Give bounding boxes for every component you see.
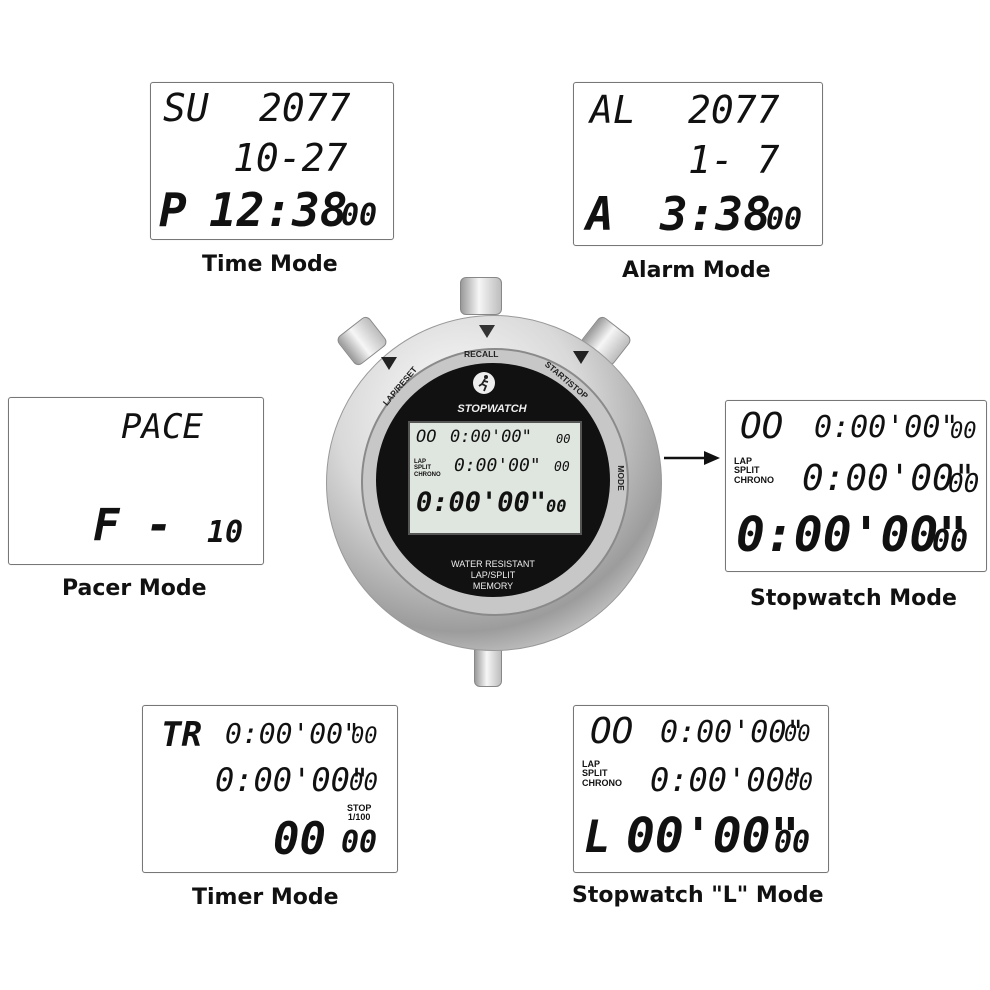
- stopwatch-mode-line1-hundredths: 00: [950, 419, 977, 444]
- time-mode-day: SU: [163, 86, 209, 130]
- alarm-mode-am: A: [586, 187, 614, 241]
- lanyard-ring: [474, 645, 502, 687]
- stopwatch-l-mode-lap-label: LAP: [582, 759, 600, 769]
- stopwatch-l-mode-labels: LAP SPLIT CHRONO: [582, 759, 622, 788]
- timer-mode-line3: 00: [273, 814, 326, 865]
- recall-label: RECALL: [464, 349, 499, 359]
- lcd-line1-hundredths: 00: [556, 432, 571, 446]
- time-mode-display: SU 2077 10-27 P 12:38 00: [150, 82, 394, 240]
- lcd-line3: 0:00'00": [416, 487, 547, 518]
- stopwatch-mode-split-label: SPLIT: [734, 465, 760, 476]
- lcd-line2: 0:00'00": [454, 455, 541, 476]
- memory-label: MEMORY: [472, 581, 514, 591]
- mode-label: MODE: [615, 465, 626, 491]
- stopwatch-mode-line2: 0:00'00": [802, 458, 976, 499]
- lcd-memory: OO: [416, 427, 437, 447]
- stopwatch-mode-line1: 0:00'00": [814, 410, 959, 445]
- stopwatch-mode-labels: LAP SPLIT CHRONO: [734, 456, 774, 485]
- stopwatch-l-mode-caption: Stopwatch "L" Mode: [572, 883, 824, 908]
- stopwatch-lcd: OO 0:00'00" 00 LAP SPLIT CHRONO 0:00'00"…: [408, 421, 582, 535]
- stopwatch-l-mode-chrono-label: CHRONO: [582, 777, 622, 788]
- lcd-split-label: SPLIT: [414, 465, 432, 472]
- stopwatch-l-mode-line2: 0:00'00": [650, 761, 805, 799]
- lcd-chrono-label: CHRONO: [414, 471, 441, 478]
- timer-mode-line3-hundredths: 00: [341, 825, 378, 860]
- timer-mode-stop: STOP: [347, 803, 372, 813]
- alarm-mode-caption: Alarm Mode: [622, 258, 771, 283]
- stopwatch-l-mode-line1-hundredths: 00: [784, 722, 811, 747]
- alarm-mode-label: AL: [590, 88, 636, 132]
- pacer-mode-f: F -: [93, 500, 173, 551]
- time-mode-pm: P: [159, 183, 187, 237]
- timer-mode-line2-hundredths: 00: [349, 768, 378, 796]
- pacer-mode-label: PACE: [121, 407, 203, 447]
- stopwatch-l-mode-lap-marker: L: [584, 812, 611, 863]
- alarm-mode-display: AL 2077 1- 7 A 3:38 00: [573, 82, 823, 246]
- stopwatch-l-mode-memory: OO: [590, 711, 634, 752]
- face-title: STOPWATCH: [457, 403, 527, 415]
- runner-logo-icon: [473, 372, 495, 394]
- timer-mode-stop-label: STOP 1/100: [347, 803, 372, 823]
- lcd-line2-hundredths: 00: [554, 460, 570, 475]
- timer-mode-display: TR 0:00'00" 00 0:00'00" 00 STOP 1/100 00…: [142, 705, 398, 873]
- stopwatch-mode-display: OO 0:00'00" 00 LAP SPLIT CHRONO 0:00'00"…: [725, 400, 987, 572]
- triangle-left-icon: [381, 357, 397, 370]
- lcd-line1: 0:00'00": [450, 427, 532, 447]
- stopwatch-mode-chrono-label: CHRONO: [734, 474, 774, 485]
- water-resistant-label: WATER RESISTANT: [451, 559, 535, 569]
- stopwatch-mode-memory: OO: [740, 406, 784, 447]
- pacer-mode-caption: Pacer Mode: [62, 576, 207, 601]
- time-mode-year: 2077: [259, 86, 351, 130]
- alarm-mode-date: 1- 7: [688, 138, 780, 182]
- alarm-mode-time: 3:38: [660, 187, 771, 241]
- timer-mode-label: TR: [161, 715, 202, 755]
- recall-button[interactable]: [460, 277, 502, 315]
- time-mode-seconds: 00: [341, 198, 378, 233]
- triangle-right-icon: [573, 351, 589, 364]
- timer-mode-line1-hundredths: 00: [351, 724, 378, 749]
- timer-mode-line1: 0:00'00": [225, 717, 360, 750]
- triangle-top-icon: [479, 325, 495, 338]
- stopwatch-mode-caption: Stopwatch Mode: [750, 586, 957, 611]
- stopwatch-l-mode-line1: 0:00'00": [660, 715, 805, 750]
- time-mode-caption: Time Mode: [202, 252, 338, 277]
- pacer-mode-value: 10: [207, 515, 244, 550]
- timer-mode-hundredth: 1/100: [347, 812, 371, 823]
- timer-mode-line2: 0:00'00": [215, 761, 370, 799]
- stopwatch-mode-lap-label: LAP: [734, 456, 752, 466]
- stopwatch-l-mode-display: OO 0:00'00" 00 LAP SPLIT CHRONO 0:00'00"…: [573, 705, 829, 873]
- timer-mode-caption: Timer Mode: [192, 885, 339, 910]
- time-mode-date: 10-27: [233, 136, 348, 180]
- alarm-mode-seconds: 00: [766, 202, 803, 237]
- stopwatch-l-mode-line3: 00'00": [626, 808, 800, 864]
- stopwatch-mode-line3-hundredths: 00: [932, 524, 969, 559]
- lcd-lap-label: LAP: [414, 459, 426, 465]
- lap-split-label: LAP/SPLIT: [470, 570, 516, 580]
- alarm-mode-year: 2077: [688, 88, 780, 132]
- stopwatch-mode-line2-hundredths: 00: [948, 469, 980, 499]
- stopwatch-l-mode-split-label: SPLIT: [582, 768, 608, 779]
- stopwatch-l-mode-line3-hundredths: 00: [774, 825, 811, 860]
- stopwatch-l-mode-line2-hundredths: 00: [784, 768, 813, 796]
- lcd-line3-hundredths: 00: [546, 497, 567, 517]
- stopwatch-mode-line3: 0:00'00": [736, 507, 968, 563]
- lcd-labels: LAP SPLIT CHRONO: [414, 459, 441, 478]
- pacer-mode-display: PACE F - 10: [8, 397, 264, 565]
- stopwatch-device: RECALL LAP/RESET START/STOP MODE STOPWAT…: [318, 275, 668, 695]
- time-mode-time: 12:38: [209, 183, 348, 237]
- arrow-right-icon: [664, 451, 720, 465]
